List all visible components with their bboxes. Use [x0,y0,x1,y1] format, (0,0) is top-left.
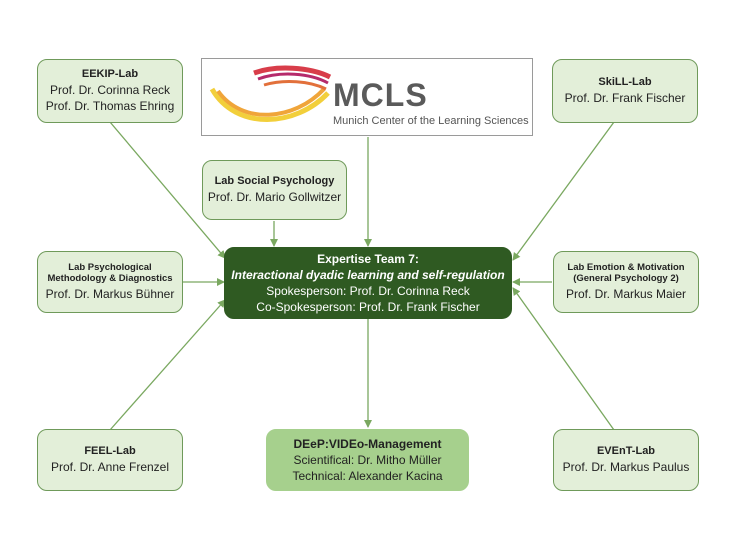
expertise-team-co-spokesperson: Co-Spokesperson: Prof. Dr. Frank Fischer [256,300,480,315]
social-psychology-node: Lab Social Psychology Prof. Dr. Mario Go… [202,160,347,220]
methodology-lab-title1: Lab Psychological [68,261,152,273]
emotion-motivation-line1: Prof. Dr. Markus Maier [565,287,687,302]
emotion-motivation-title2: (General Psychology 2) [573,272,679,284]
social-psychology-line1: Prof. Dr. Mario Gollwitzer [207,190,342,205]
skill-lab-line1: Prof. Dr. Frank Fischer [564,91,686,106]
connector-skill [512,121,615,261]
deep-video-line1: Scientifical: Dr. Mitho Müller [293,452,442,467]
logo-subtitle: Munich Center of the Learning Sciences [333,115,529,127]
feel-lab-node: FEEL-Lab Prof. Dr. Anne Frenzel [37,429,183,491]
skill-lab-node: SkiLL-Lab Prof. Dr. Frank Fischer [552,59,698,123]
deep-video-line2: Technical: Alexander Kacina [292,469,443,484]
eekip-lab-line2: Prof. Dr. Thomas Ehring [45,99,175,114]
event-lab-title: EVEnT-Lab [596,445,656,458]
mcls-swoosh-icon [209,65,332,122]
emotion-motivation-node: Lab Emotion & Motivation (General Psycho… [553,251,699,313]
event-lab-line1: Prof. Dr. Markus Paulus [562,460,690,475]
connector-event [512,287,615,431]
connector-eekip [109,121,226,259]
eekip-lab-node: EEKIP-Lab Prof. Dr. Corinna Reck Prof. D… [37,59,183,123]
methodology-lab-node: Lab Psychological Methodology & Diagnost… [37,251,183,313]
expertise-team-spokesperson: Spokesperson: Prof. Dr. Corinna Reck [266,284,470,298]
deep-video-title: DEeP:VIDEo-Management [293,436,442,451]
feel-lab-line1: Prof. Dr. Anne Frenzel [50,460,170,475]
social-psychology-title: Lab Social Psychology [214,175,335,188]
logo-wordmark: MCLS [333,77,428,113]
methodology-lab-title2: Methodology & Diagnostics [47,272,173,284]
expertise-team-subtitle: Interactional dyadic learning and self-r… [231,267,505,282]
eekip-lab-title: EEKIP-Lab [81,68,139,81]
skill-lab-title: SkiLL-Lab [598,76,652,89]
deep-video-node: DEeP:VIDEo-Management Scientifical: Dr. … [266,429,469,491]
expertise-team-title: Expertise Team 7: [317,251,419,266]
methodology-lab-line1: Prof. Dr. Markus Bühner [45,287,175,302]
mcls-logo: MCLS Munich Center of the Learning Scien… [201,58,533,136]
connector-feel [109,299,226,431]
eekip-lab-line1: Prof. Dr. Corinna Reck [49,83,171,98]
event-lab-node: EVEnT-Lab Prof. Dr. Markus Paulus [553,429,699,491]
expertise-team-node: Expertise Team 7: Interactional dyadic l… [224,247,512,319]
emotion-motivation-title1: Lab Emotion & Motivation [567,261,685,273]
feel-lab-title: FEEL-Lab [84,445,136,458]
